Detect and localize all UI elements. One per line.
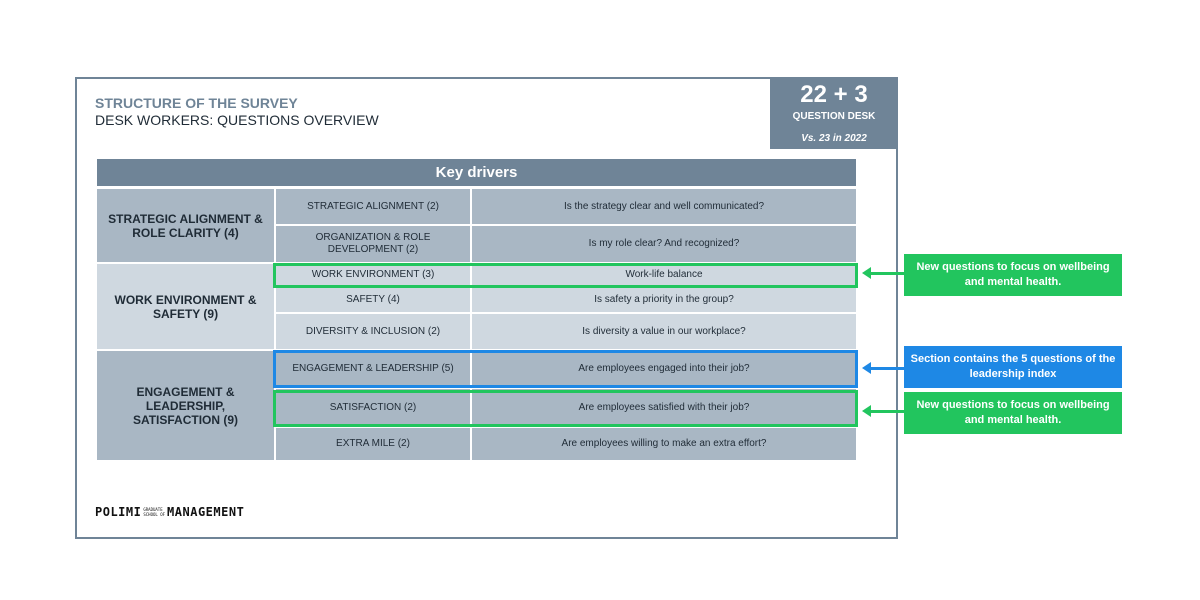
logo-text-small: GRADUATE SCHOOL OF <box>143 507 165 517</box>
driver-cell: SATISFACTION (2) <box>276 389 470 426</box>
question-count-comparison: Vs. 23 in 2022 <box>801 133 867 144</box>
question-cell: Are employees satisfied with their job? <box>472 389 856 426</box>
question-cell: Are employees willing to make an extra e… <box>472 428 856 460</box>
logo-text-management: MANAGEMENT <box>167 505 245 519</box>
callout-leadership-index: Section contains the 5 questions of the … <box>904 346 1122 388</box>
arrow-left-icon <box>862 405 905 417</box>
page-subtitle: DESK WORKERS: QUESTIONS OVERVIEW <box>95 112 379 128</box>
logo-text-polimi: POLIMI <box>95 505 142 519</box>
question-cell: Work-life balance <box>472 264 856 286</box>
callout-wellbeing: New questions to focus on wellbeing and … <box>904 254 1122 296</box>
logo-small-top: GRADUATE <box>143 507 163 512</box>
driver-cell: STRATEGIC ALIGNMENT (2) <box>276 189 470 224</box>
table-header: Key drivers <box>97 159 856 186</box>
group-work-environment: WORK ENVIRONMENT & SAFETY (9) <box>97 264 274 349</box>
driver-cell: SAFETY (4) <box>276 288 470 312</box>
question-cell: Is the strategy clear and well communica… <box>472 189 856 224</box>
question-count-number: 22 + 3 <box>800 81 868 108</box>
logo-small-bottom: SCHOOL OF <box>143 512 166 517</box>
driver-cell: ENGAGEMENT & LEADERSHIP (5) <box>276 351 470 387</box>
question-cell: Are employees engaged into their job? <box>472 351 856 387</box>
group-engagement-leadership: ENGAGEMENT & LEADERSHIP, SATISFACTION (9… <box>97 351 274 460</box>
driver-cell: EXTRA MILE (2) <box>276 428 470 460</box>
page-title: STRUCTURE OF THE SURVEY <box>95 95 298 111</box>
driver-cell: ORGANIZATION & ROLE DEVELOPMENT (2) <box>276 226 470 262</box>
driver-cell: DIVERSITY & INCLUSION (2) <box>276 314 470 349</box>
question-cell: Is safety a priority in the group? <box>472 288 856 312</box>
driver-cell: WORK ENVIRONMENT (3) <box>276 264 470 286</box>
arrow-left-icon <box>862 362 905 374</box>
question-count-label: QUESTION DESK <box>792 111 876 122</box>
callout-wellbeing: New questions to focus on wellbeing and … <box>904 392 1122 434</box>
question-cell: Is diversity a value in our workplace? <box>472 314 856 349</box>
polimi-logo: POLIMI GRADUATE SCHOOL OF MANAGEMENT <box>95 505 244 519</box>
question-count-box: 22 + 3 QUESTION DESK Vs. 23 in 2022 <box>770 77 898 149</box>
group-strategic-alignment: STRATEGIC ALIGNMENT & ROLE CLARITY (4) <box>97 189 274 262</box>
arrow-left-icon <box>862 267 905 279</box>
question-cell: Is my role clear? And recognized? <box>472 226 856 262</box>
